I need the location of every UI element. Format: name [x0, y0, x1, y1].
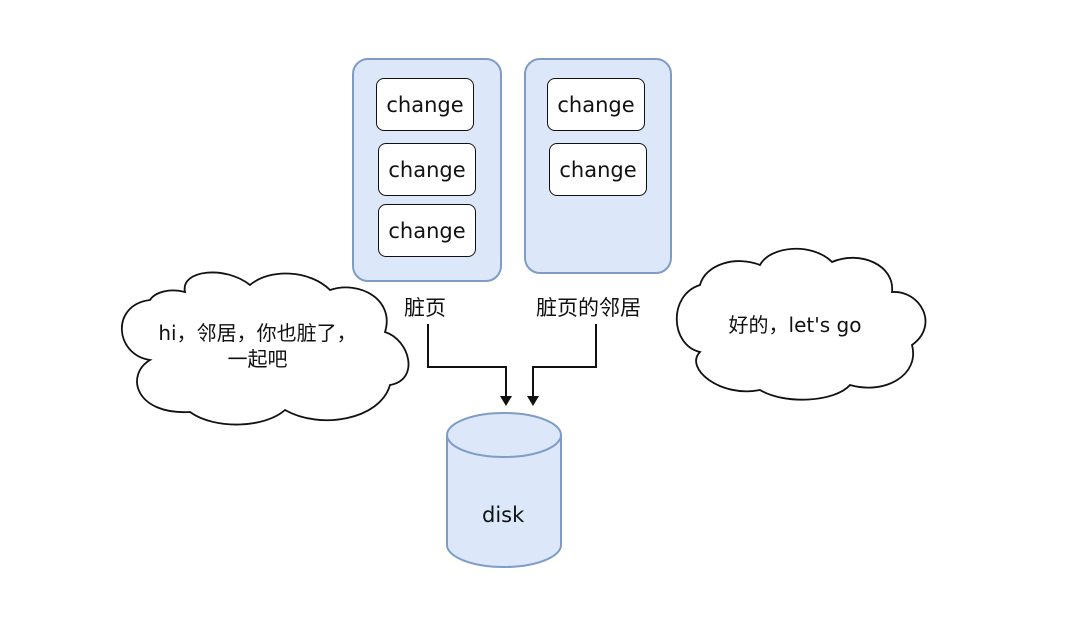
left-bubble-text: hi，邻居，你也脏了， 一起吧 [140, 320, 375, 372]
dirty-page-label: 脏页 [404, 296, 446, 320]
left-speech-cloud [120, 271, 410, 426]
neighbor-page-change-1: change [547, 78, 645, 131]
dirty-page-change-2: change [378, 143, 476, 196]
neighbor-page-change-2: change [549, 143, 647, 196]
left-bubble-line-2: 一起吧 [227, 347, 288, 371]
right-speech-cloud [675, 247, 927, 401]
dirty-page-change-1: change [376, 78, 474, 131]
disk-cylinder [446, 412, 562, 568]
disk-label: disk [482, 503, 525, 527]
neighbor-page-label: 脏页的邻居 [536, 296, 641, 320]
left-bubble-line-1: hi，邻居，你也脏了， [158, 321, 357, 345]
dirty-page-change-3: change [378, 204, 476, 257]
neighbor-page-arrow [527, 324, 597, 406]
dirty-page-arrow [427, 324, 512, 406]
right-bubble-text: 好的，let's go [728, 313, 862, 337]
